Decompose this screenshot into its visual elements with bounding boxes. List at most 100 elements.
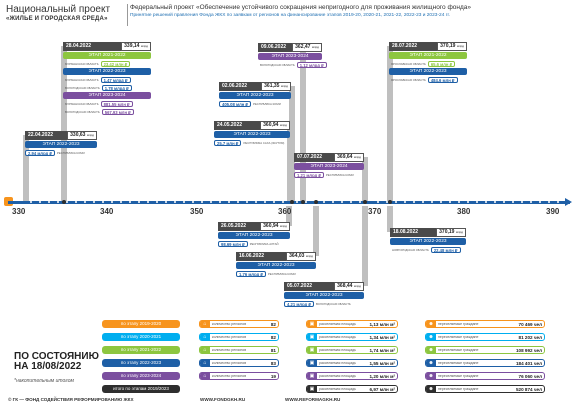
- axis-minor-tick: [174, 201, 176, 203]
- area-stat-value: 1,74 млн м²: [369, 347, 395, 353]
- region-name: НОВГОРОДСКАЯ ОБЛАСТЬ: [392, 247, 429, 252]
- amount-pill: 1,21 млрд ₽: [294, 171, 325, 178]
- axis-minor-tick: [192, 201, 194, 203]
- people-stat-value: 108 992 чел: [515, 347, 542, 353]
- axis-minor-tick: [165, 201, 167, 203]
- regions-stat-icon: ⌂: [200, 320, 210, 328]
- regions-stat-icon: ⌂: [200, 346, 210, 354]
- region-name: ВОЛОГОДСКАЯ ОБЛАСТЬ: [65, 85, 100, 90]
- people-stat-label: переселяемые граждане: [438, 348, 479, 352]
- event-total: 364,03 млрд: [286, 252, 316, 261]
- axis-minor-tick: [512, 201, 514, 203]
- axis-minor-tick: [201, 201, 203, 203]
- status-date: ПО СОСТОЯНИЮ НА 18/08/2022: [14, 352, 99, 372]
- axis-minor-tick: [323, 201, 325, 203]
- stage-label: ЭТАП 2022-2023: [236, 262, 316, 269]
- connector: [23, 135, 29, 201]
- area-stat-label: расселяемая площадь: [319, 322, 356, 326]
- event-date: 24.05.2022: [214, 121, 261, 130]
- stage-label: ЭТАП 2022-2023: [219, 92, 291, 99]
- header-left: Национальный проект «ЖИЛЬЕ И ГОРОДСКАЯ С…: [6, 4, 126, 22]
- footer-site2[interactable]: WWW.REFORMAGKH.RU: [285, 397, 341, 402]
- axis-tick-label: 360: [278, 207, 292, 216]
- axis-minor-tick: [129, 201, 131, 203]
- event-marker: [290, 200, 294, 204]
- area-stat-icon: ▣: [307, 320, 317, 328]
- people-stat-label: переселяемые граждане: [438, 322, 479, 326]
- axis-minor-tick: [458, 201, 460, 203]
- axis-minor-tick: [57, 201, 59, 203]
- stage-label: ЭТАП 2023-2024: [258, 53, 322, 60]
- area-stat-icon: ▣: [307, 346, 317, 354]
- axis-minor-tick: [219, 201, 221, 203]
- area-stat-value: 1,13 млн м²: [369, 321, 395, 327]
- region-name: РЕСПУБЛИКА КОМИ: [253, 101, 281, 106]
- people-stat-label: переселяемые граждане: [438, 374, 479, 378]
- cumulative-note: *накопительным итогом: [14, 378, 74, 384]
- regions-stat-icon: ⌂: [200, 372, 210, 380]
- people-stat-label: переселяемые граждане: [438, 387, 479, 391]
- amount-pill: 484,6 млн ₽: [427, 76, 458, 83]
- region-name: РЕСПУБЛИКА КОМИ: [57, 150, 85, 155]
- header-right: Федеральный проект «Обеспечение устойчив…: [130, 4, 575, 18]
- axis-minor-tick: [332, 201, 334, 203]
- area-stat-icon: ▣: [307, 333, 317, 341]
- region-name: ВОЛОГОДСКАЯ ОБЛАСТЬ: [260, 62, 295, 67]
- axis-minor-tick: [539, 201, 541, 203]
- axis-minor-tick: [521, 201, 523, 203]
- regions-stat-label: количество регионов: [212, 361, 247, 365]
- region-name: РЕСПУБЛИКА САХА (ЯКУТИЯ): [243, 140, 285, 145]
- people-stat-icon: ☻: [426, 320, 436, 328]
- event-date: 02.06.2022: [219, 82, 262, 91]
- event-total: 370,19 млрд: [437, 42, 467, 51]
- axis-tick-label: 340: [100, 207, 114, 216]
- event-date: 28.07.2022: [389, 42, 438, 51]
- stage-label: ЭТАП 2022-2023: [63, 68, 151, 75]
- region-name: ВОЛОГОДСКАЯ ОБЛАСТЬ: [65, 109, 100, 114]
- axis-minor-tick: [296, 201, 298, 203]
- stage-stat-label: по этапу 2022-2023: [102, 359, 180, 367]
- people-stat-icon: ☻: [426, 333, 436, 341]
- axis-minor-tick: [237, 201, 239, 203]
- axis-minor-tick: [156, 201, 158, 203]
- amount-pill: 23,42 млн ₽: [100, 60, 131, 67]
- connector: [286, 206, 292, 226]
- amount-pill: 567,93 млн ₽: [101, 108, 134, 115]
- area-stat-value: 1,34 млн м²: [369, 334, 395, 340]
- axis-minor-tick: [111, 201, 113, 203]
- axis-tick-label: 370: [368, 207, 382, 216]
- stage-label: ЭТАП 2023-2024: [294, 163, 364, 170]
- axis-minor-tick: [404, 201, 406, 203]
- stage-label: ЭТАП 2022-2023: [25, 141, 97, 148]
- header-divider: [127, 4, 128, 26]
- header-title: Национальный проект: [6, 4, 111, 15]
- footer-site1[interactable]: WWW.FONDGKH.RU: [200, 397, 246, 402]
- region-name: РЕСПУБЛИКА КОМИ: [326, 172, 354, 177]
- axis-minor-tick: [75, 201, 77, 203]
- people-stat-icon: ☻: [426, 385, 436, 393]
- connector: [287, 123, 293, 201]
- amount-pill: 2,94 млрд ₽: [25, 149, 56, 156]
- region-name: ЯРОСЛАВСКАЯ ОБЛАСТЬ: [391, 77, 426, 82]
- people-stat: ☻переселяемые граждане 70 469 чел: [425, 320, 545, 328]
- axis-minor-tick: [246, 201, 248, 203]
- event-date: 26.05.2022: [218, 222, 261, 231]
- project-note: Принятие решений правления Фонда ЖКХ по …: [130, 13, 450, 18]
- people-stat-value: 70 469 чел: [518, 321, 542, 327]
- axis-minor-tick: [93, 201, 95, 203]
- people-stat-value: 76 060 чел: [518, 373, 542, 379]
- axis-minor-tick: [440, 201, 442, 203]
- event-total: 360,94 млрд: [260, 121, 290, 130]
- connector: [362, 157, 368, 201]
- axis-minor-tick: [39, 201, 41, 203]
- event-total: 369,64 млрд: [334, 153, 364, 162]
